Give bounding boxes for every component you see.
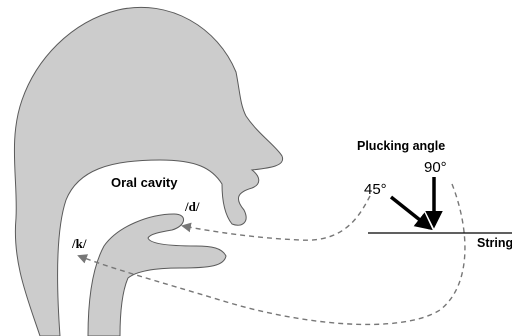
angle-90-label: 90° — [424, 159, 447, 176]
angle-45-label: 45° — [364, 181, 387, 198]
oral-cavity-label: Oral cavity — [111, 175, 178, 190]
head-silhouette — [14, 7, 282, 336]
phoneme-d-label: /d/ — [184, 199, 200, 214]
dashed-arrow-d — [183, 196, 370, 240]
phoneme-k-label: /k/ — [71, 236, 87, 251]
arrow-45 — [391, 197, 430, 228]
tongue — [88, 214, 226, 336]
plucking-angle-label: Plucking angle — [357, 139, 445, 153]
string-label: String — [477, 236, 512, 250]
